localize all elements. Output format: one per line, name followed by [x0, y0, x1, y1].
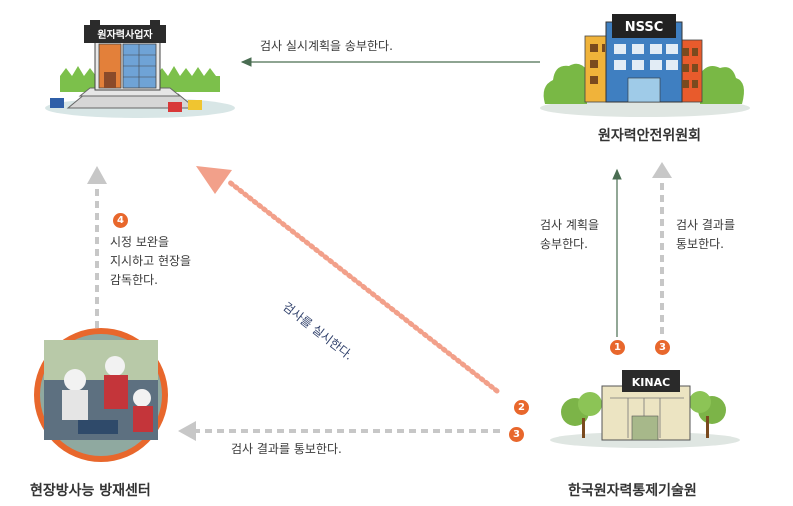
edge-label-kinac-to-nssc-plan: 검사 계획을 송부한다. [540, 216, 599, 254]
field-center-photo [34, 328, 168, 462]
operator-sign: 원자력사업자 [97, 28, 153, 41]
kinac-title: 한국원자력통제기술원 [568, 480, 697, 500]
edge-label-field-to-operator: 시정 보완을 지시하고 현장을 감독한다. [110, 233, 191, 290]
edge-label-nssc-to-operator: 검사 실시계획을 송부한다. [260, 37, 393, 56]
step-badge-2: 2 [514, 400, 529, 415]
kinac-illustration: KINAC [550, 370, 740, 448]
edge-label-kinac-to-field: 검사 결과를 통보한다. [231, 440, 342, 459]
edge-label-kinac-to-nssc-result: 검사 결과를 통보한다. [676, 216, 735, 254]
nssc-title: 원자력안전위원회 [598, 125, 701, 145]
operator-illustration: 원자력사업자 [45, 20, 235, 118]
arrow-kinac-to-operator [228, 181, 497, 391]
step-badge-3-field: 3 [509, 427, 524, 442]
step-badge-3-nssc: 3 [655, 340, 670, 355]
step-badge-4: 4 [113, 213, 128, 228]
nssc-illustration: NSSC [540, 14, 750, 117]
field-center-title: 현장방사능 방재센터 [30, 480, 151, 500]
kinac-sign: KINAC [632, 376, 670, 389]
nssc-sign: NSSC [625, 20, 664, 35]
step-badge-1: 1 [610, 340, 625, 355]
